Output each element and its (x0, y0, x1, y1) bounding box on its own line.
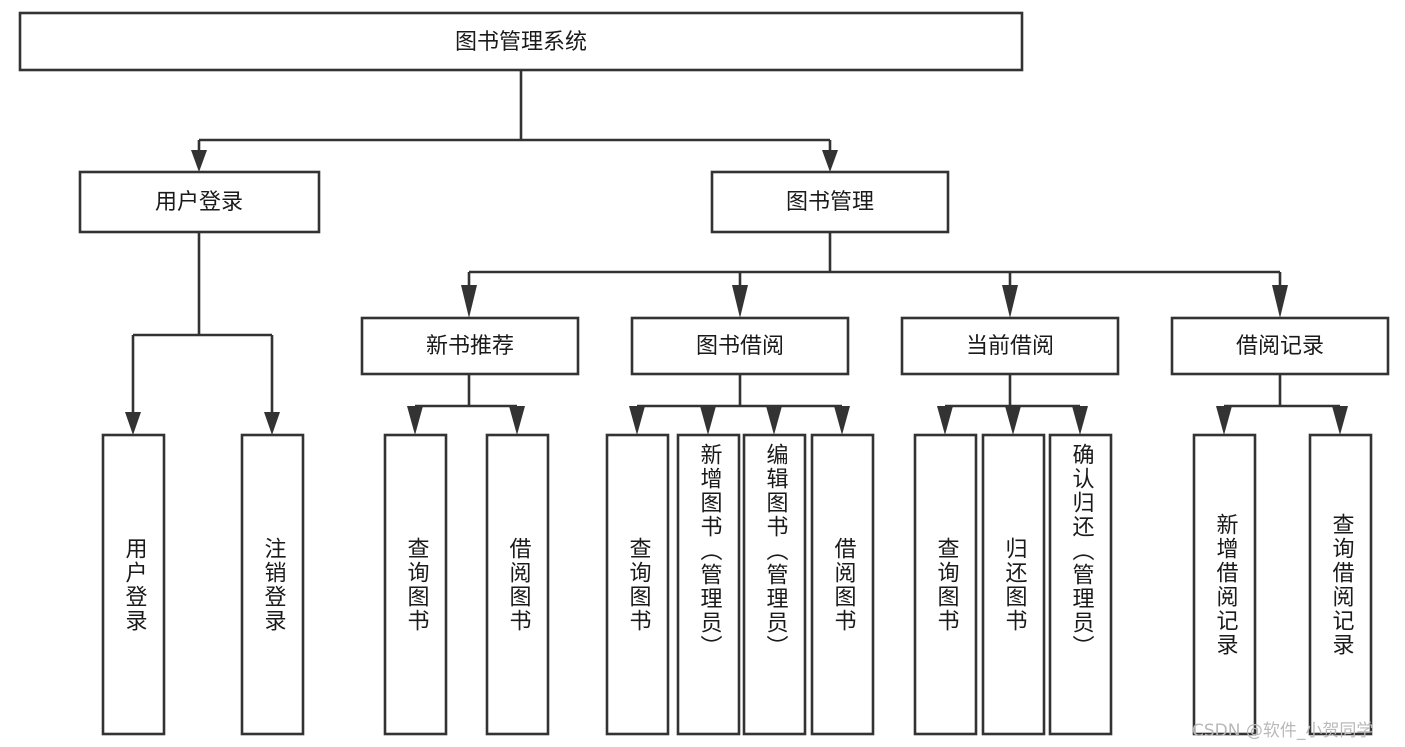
node-borrow-record-label: 借阅记录 (1236, 334, 1324, 359)
arrow-to-leaf-query-book-1 (407, 406, 423, 435)
nodes-layer: 图书管理系统 用户登录 图书管理 新书推荐 图书借阅 当前借阅 借阅记录 (18, 11, 1390, 736)
node-leaf-add-book-box[interactable] (676, 433, 741, 736)
arrow-to-leaf-add-book (700, 406, 716, 435)
arrow-to-book-manage (822, 150, 838, 172)
node-book-borrow-box[interactable] (630, 316, 850, 376)
arrow-to-leaf-user-login (125, 412, 141, 435)
arrow-to-leaf-add-record (1216, 406, 1232, 435)
leaf-label-wrap-query-book-3: 查询图书 (915, 435, 976, 734)
node-book-manage-box[interactable] (710, 170, 950, 234)
node-leaf-confirm-return-box[interactable] (1048, 433, 1113, 736)
arrow-to-leaf-logout (264, 412, 280, 435)
leaf-label-wrap-confirm-return: 确认归还（管理员） (1050, 435, 1111, 734)
arrow-to-leaf-edit-book (766, 406, 782, 435)
leaf-label-wrap-add-book: 新增图书（管理员） (678, 435, 739, 734)
leaf-label-wrap-borrow-book-1: 借阅图书 (487, 435, 548, 734)
node-new-book-rec-box[interactable] (360, 316, 580, 376)
arrow-to-user-login (191, 150, 207, 172)
node-leaf-query-book-3-box[interactable] (913, 433, 978, 736)
node-leaf-query-record-label: 查询借阅记录 (1328, 512, 1354, 657)
node-user-login-label: 用户登录 (155, 190, 243, 215)
csdn-watermark: CSDN @软件_小贺同学 (1192, 721, 1374, 741)
node-new-book-rec-label: 新书推荐 (426, 334, 514, 359)
node-leaf-edit-book-box[interactable] (742, 433, 807, 736)
leaf-label-wrap-user-login: 用户登录 (103, 435, 164, 734)
edges-layer (125, 70, 1348, 435)
arrow-to-book-borrow (732, 285, 748, 318)
node-current-borrow-label: 当前借阅 (966, 334, 1054, 359)
node-leaf-borrow-book-2-box[interactable] (810, 433, 875, 736)
node-leaf-query-record-box[interactable] (1308, 433, 1373, 736)
leaf-label-wrap-logout: 注销登录 (242, 435, 303, 734)
leaf-label-wrap-query-record: 查询借阅记录 (1310, 435, 1371, 734)
arrow-to-leaf-query-book-2 (629, 406, 645, 435)
node-borrow-record-box[interactable] (1170, 316, 1390, 376)
node-leaf-add-record-label: 新增借阅记录 (1212, 512, 1238, 657)
leaf-label-wrap-borrow-book-2: 借阅图书 (812, 435, 873, 734)
node-user-login-box[interactable] (78, 170, 321, 234)
leaf-label-wrap-add-record: 新增借阅记录 (1194, 435, 1255, 734)
leaf-label-wrap-edit-book: 编辑图书（管理员） (744, 435, 805, 734)
arrow-to-leaf-confirm-return (1072, 406, 1088, 435)
arrow-to-leaf-borrow-book-2 (834, 406, 850, 435)
node-leaf-return-book-label: 归还图书 (1001, 536, 1027, 633)
leaf-label-wrap-query-book-1: 查询图书 (385, 435, 446, 734)
node-leaf-query-book-3-label: 查询图书 (933, 536, 959, 633)
node-leaf-add-book-label: 新增图书（管理员） (696, 443, 722, 659)
node-current-borrow-box[interactable] (900, 316, 1120, 376)
node-leaf-query-book-2-label: 查询图书 (625, 536, 651, 633)
node-book-manage-label: 图书管理 (786, 190, 874, 215)
arrow-to-leaf-query-record (1332, 406, 1348, 435)
node-leaf-edit-book-label: 编辑图书（管理员） (762, 443, 788, 659)
arrow-to-new-book-rec (461, 285, 477, 318)
node-leaf-user-login-label: 用户登录 (121, 536, 147, 633)
node-leaf-return-book-box[interactable] (981, 433, 1046, 736)
arrow-to-leaf-return-book (1005, 406, 1021, 435)
node-leaf-query-book-2-box[interactable] (605, 433, 670, 736)
node-root-label: 图书管理系统 (455, 30, 587, 55)
node-leaf-borrow-book-2-label: 借阅图书 (830, 536, 856, 633)
node-root-box[interactable] (18, 11, 1024, 72)
arrow-to-leaf-query-book-3 (937, 406, 953, 435)
node-leaf-confirm-return-label: 确认归还（管理员） (1068, 443, 1094, 659)
node-leaf-add-record-box[interactable] (1192, 433, 1257, 736)
arrow-to-borrow-record (1272, 285, 1288, 318)
node-leaf-query-book-1-label: 查询图书 (403, 536, 429, 633)
node-leaf-borrow-book-1-box[interactable] (485, 433, 550, 736)
node-book-borrow-label: 图书借阅 (696, 334, 784, 359)
node-leaf-borrow-book-1-label: 借阅图书 (505, 536, 531, 633)
leaf-label-wrap-query-book-2: 查询图书 (607, 435, 668, 734)
arrow-to-leaf-borrow-book-1 (509, 406, 525, 435)
node-leaf-logout-box[interactable] (240, 433, 305, 736)
leaf-label-wrap-return-book: 归还图书 (983, 435, 1044, 734)
node-leaf-query-book-1-box[interactable] (383, 433, 448, 736)
arrow-to-current-borrow (1002, 285, 1018, 318)
node-leaf-logout-label: 注销登录 (260, 536, 286, 633)
node-leaf-user-login-box[interactable] (101, 433, 166, 736)
